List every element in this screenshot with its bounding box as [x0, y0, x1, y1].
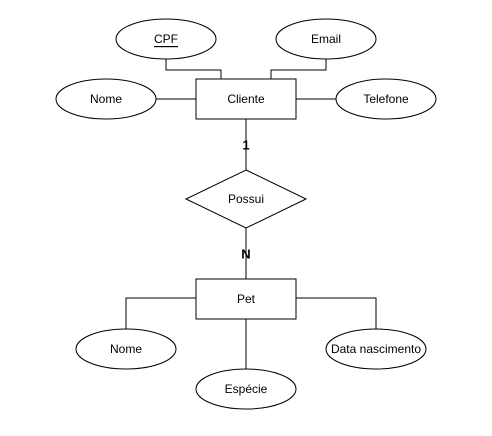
cardinality-pet: N: [241, 247, 250, 262]
attribute-cpf[interactable]: CPF: [115, 18, 217, 60]
attribute-cliente-nome-ellipse[interactable]: [55, 78, 157, 120]
attribute-telefone[interactable]: Telefone: [335, 78, 437, 120]
relationship-possui-diamond[interactable]: [184, 169, 308, 229]
entity-cliente-label: Cliente: [227, 92, 265, 106]
entity-pet-box[interactable]: [195, 278, 297, 320]
entity-cliente[interactable]: Cliente: [195, 78, 297, 120]
edge-email-cliente: [270, 58, 327, 79]
attribute-telefone-ellipse[interactable]: [335, 78, 437, 120]
attribute-email[interactable]: Email: [275, 18, 377, 60]
attribute-cpf-ellipse[interactable]: [115, 18, 217, 60]
attribute-telefone-label: Telefone: [363, 92, 409, 106]
attribute-cliente-nome[interactable]: Nome: [55, 78, 157, 120]
attribute-especie-ellipse[interactable]: [195, 368, 297, 410]
attribute-pet-nome-label: Nome: [110, 342, 142, 356]
attribute-data-nascimento[interactable]: Data nascimento: [325, 328, 427, 370]
relationship-possui-label: Possui: [228, 192, 264, 206]
attribute-email-label: Email: [311, 32, 341, 46]
edge-pet-data-nascimento: [296, 297, 377, 330]
entity-pet[interactable]: Pet: [195, 278, 297, 320]
attribute-cliente-nome-label: Nome: [90, 92, 122, 106]
attribute-pet-nome[interactable]: Nome: [75, 328, 177, 370]
edge-pet-nome: [125, 297, 196, 330]
attribute-data-nascimento-label: Data nascimento: [331, 342, 421, 356]
attribute-data-nascimento-ellipse[interactable]: [325, 328, 427, 370]
attribute-pet-nome-ellipse[interactable]: [75, 328, 177, 370]
attribute-cpf-label: CPF: [154, 32, 178, 46]
entity-cliente-box[interactable]: [195, 78, 297, 120]
entity-pet-label: Pet: [237, 292, 256, 306]
attribute-especie[interactable]: Espécie: [195, 368, 297, 410]
attribute-especie-label: Espécie: [225, 382, 268, 396]
attribute-email-ellipse[interactable]: [275, 18, 377, 60]
relationship-possui[interactable]: Possui: [184, 169, 308, 229]
cardinality-cliente: 1: [242, 138, 249, 153]
connectors: [125, 58, 377, 369]
edge-cpf-cliente: [165, 58, 222, 79]
